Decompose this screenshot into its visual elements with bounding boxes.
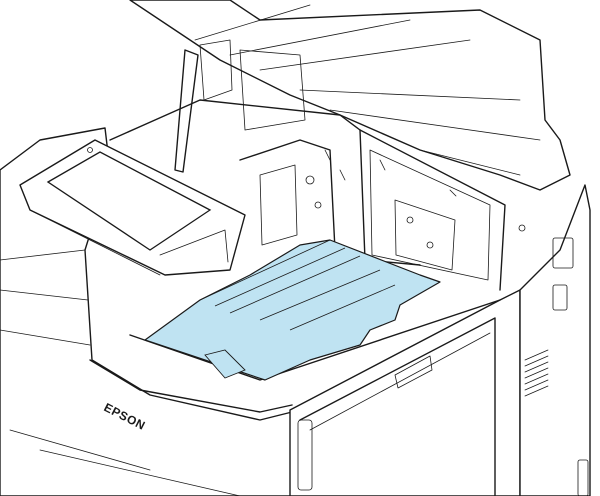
control-panel [19, 139, 246, 276]
side-vent [524, 349, 549, 397]
paper-path-guide-highlight [144, 239, 441, 381]
touchscreen [46, 151, 212, 251]
open-top-cover [129, 0, 571, 191]
